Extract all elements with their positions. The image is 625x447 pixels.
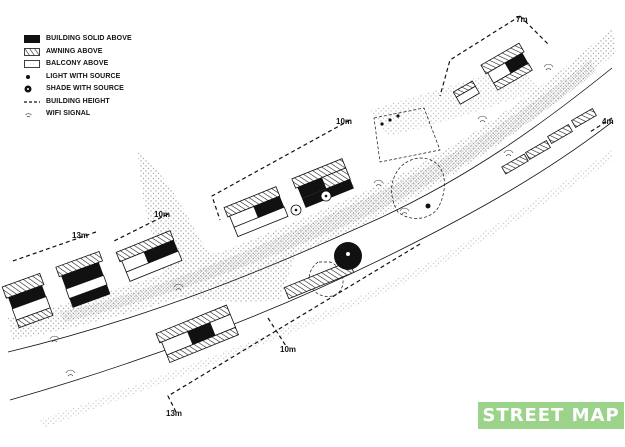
height-outline-10m-lower [267,317,287,347]
height-label: 10m [154,210,170,219]
building-south-1 [155,304,239,363]
building-west-1 [1,272,54,329]
height-label: 10m [280,345,296,354]
wifi-icon [399,207,410,215]
legend-label: WIFI SIGNAL [46,110,91,117]
legend-label: BALCONY ABOVE [46,60,109,67]
balcony-northeast-2 [452,80,480,105]
awning-east-4 [571,107,597,129]
wifi-icon [477,115,488,123]
balcony-icon [24,60,40,68]
height-label: 4m [602,117,614,126]
awning-icon [24,47,40,56]
wifi-icon [65,369,76,377]
legend-item-shade: SHADE WITH SOURCE [24,84,174,97]
building-solid-icon [24,35,40,43]
legend-item-wifi: WIFI SIGNAL [24,109,174,122]
legend-item-height: BUILDING HEIGHT [24,97,174,110]
legend-item-building-solid: BUILDING SOLID ABOVE [24,34,174,47]
wifi-icon [25,113,32,118]
legend-label: AWNING ABOVE [46,47,103,55]
legend-item-awning: AWNING ABOVE [24,47,174,60]
shade-cone-plaza [391,157,445,219]
legend-item-light: LIGHT WITH SOURCE [24,72,174,85]
light-dot-1 [380,122,384,126]
map-legend: BUILDING SOLID ABOVE AWNING ABOVE BALCON… [24,34,174,122]
height-labels: 7m 10m 10m 13m 4m 10m 13m [72,15,614,418]
light-source-icon [26,74,30,79]
street-surface [8,28,616,340]
building-northeast-1 [480,42,533,91]
light-cone-plaza [373,107,441,163]
wifi-icon [373,179,384,187]
awning-east-3 [547,123,573,145]
height-outline-10m-left [111,213,169,243]
lower-street-edge [40,150,612,428]
height-outline-7m [439,15,549,97]
height-label: 13m [166,409,182,418]
building-height-icon [24,100,40,103]
building-west-3 [115,230,183,282]
awning-east-1 [501,153,529,175]
height-label: 10m [336,117,352,126]
wifi-icon [543,63,554,71]
legend-label: BUILDING HEIGHT [46,97,110,105]
wifi-icon [173,283,184,291]
shade-source-icon [24,85,32,93]
awning-east-2 [525,139,551,161]
wifi-markers [49,63,554,377]
plaza-surface [138,150,300,302]
legend-item-balcony: BALCONY ABOVE [24,59,174,72]
wifi-icon [503,149,514,157]
legend-label: LIGHT WITH SOURCE [46,72,121,80]
building-west-2 [55,250,111,308]
street-edge-north [7,67,613,353]
light-dot-2 [388,118,392,122]
height-label: 7m [516,15,528,24]
shade-source-dot [425,203,431,209]
street-map-badge: STREET MAP [478,402,624,429]
wifi-icon [49,335,60,343]
light-sources [290,114,431,270]
legend-label: SHADE WITH SOURCE [46,85,124,92]
height-outline-13m-left [9,231,97,263]
height-outline-10m-upper [211,119,351,221]
height-label: 13m [72,231,88,240]
light-dot-3 [396,114,400,118]
building-central-1 [223,186,289,238]
legend-label: BUILDING SOLID ABOVE [46,35,132,42]
height-outline-4m [589,117,613,133]
street-edge-south [9,121,613,401]
